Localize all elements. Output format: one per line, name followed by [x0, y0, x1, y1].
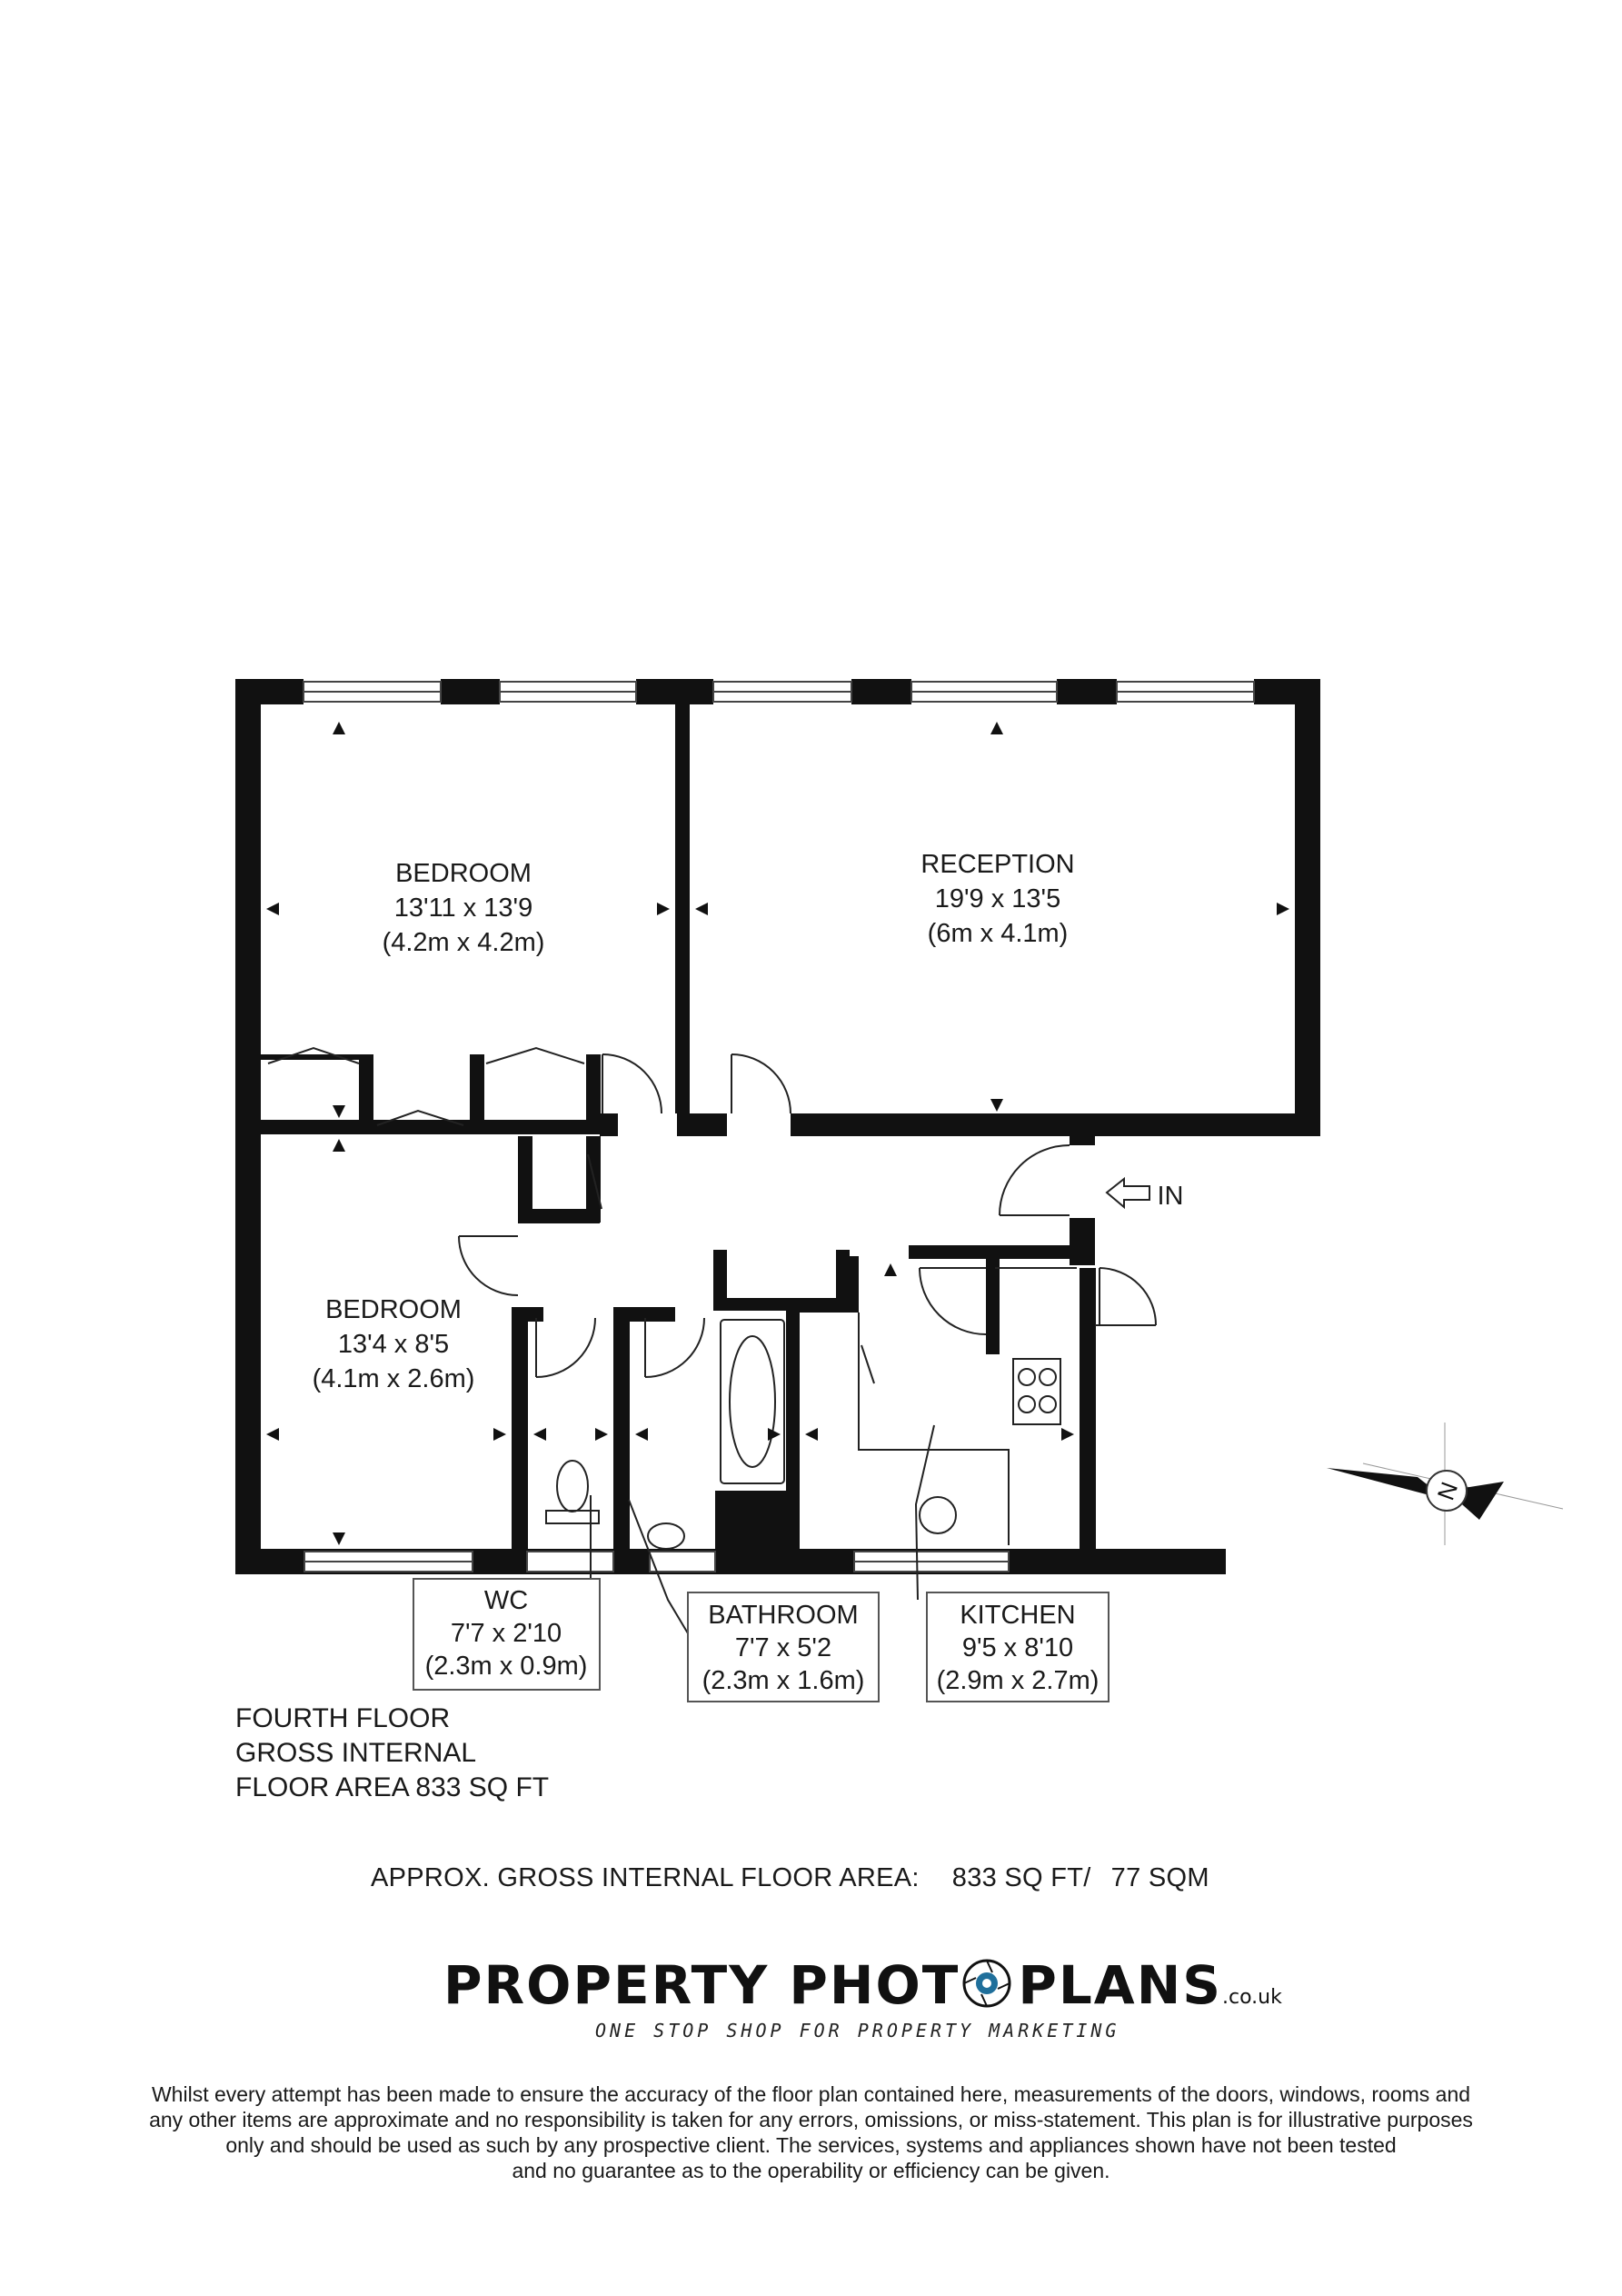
kitchen-metric: (2.9m x 2.7m) — [937, 1666, 1100, 1695]
disclaimer-line1: Whilst every attempt has been made to en… — [151, 2082, 1471, 2106]
reception-metric: (6m x 4.1m) — [928, 919, 1069, 948]
logo-part1: PROPERTY PHOT — [443, 1954, 960, 2016]
compass-icon: N — [1327, 1423, 1564, 1545]
logo-suffix: .co.uk — [1222, 1986, 1282, 2009]
logo-part2: PLANS — [1018, 1954, 1223, 2016]
reception-imperial: 19'9 x 13'5 — [935, 884, 1060, 913]
total-area-label: APPROX. GROSS INTERNAL FLOOR AREA: — [371, 1863, 920, 1892]
camera-shutter-icon — [962, 1959, 1011, 2008]
wc-imperial: 7'7 x 2'10 — [451, 1619, 562, 1648]
bedroom1-metric: (4.2m x 4.2m) — [383, 928, 545, 957]
windows — [303, 681, 1255, 1572]
disclaimer: Whilst every attempt has been made to en… — [36, 2081, 1586, 2183]
walls — [235, 679, 1320, 1574]
wc-name: WC — [484, 1586, 528, 1615]
entrance-label: IN — [1158, 1182, 1184, 1211]
bedroom2-metric: (4.1m x 2.6m) — [313, 1364, 475, 1393]
bedroom2-name: BEDROOM — [325, 1295, 462, 1324]
kitchen-imperial: 9'5 x 8'10 — [962, 1633, 1073, 1662]
room-labels: BEDROOM 13'11 x 13'9 (4.2m x 4.2m) RECEP… — [313, 850, 1184, 1695]
bedroom1-imperial: 13'11 x 13'9 — [394, 893, 532, 923]
total-area: APPROX. GROSS INTERNAL FLOOR AREA: 833 SQ… — [371, 1863, 1209, 1893]
company-logo: PROPERTY PHOT PLANS.co.uk — [443, 1954, 1282, 2016]
dimension-markers — [266, 722, 1289, 1545]
kitchen-name: KITCHEN — [960, 1601, 1075, 1630]
fixtures — [267, 1046, 1157, 1639]
bathroom-imperial: 7'7 x 5'2 — [735, 1633, 831, 1662]
bedroom1-name: BEDROOM — [395, 859, 532, 888]
floor-summary-line3: FLOOR AREA 833 SQ FT — [235, 1772, 550, 1802]
disclaimer-line2: any other items are approximate and no r… — [149, 2108, 1473, 2131]
disclaimer-line3: only and should be used as such by any p… — [225, 2133, 1397, 2157]
total-area-sqm: 77 SQM — [1110, 1863, 1209, 1892]
floor-summary-line2: GROSS INTERNAL — [235, 1738, 477, 1768]
floor-summary-line1: FOURTH FLOOR — [235, 1703, 451, 1733]
bathroom-name: BATHROOM — [708, 1601, 858, 1630]
label-boxes — [413, 1578, 1110, 1702]
total-area-sqft: 833 SQ FT/ — [951, 1863, 1091, 1892]
bedroom2-imperial: 13'4 x 8'5 — [338, 1330, 449, 1359]
bathroom-metric: (2.3m x 1.6m) — [702, 1666, 865, 1695]
reception-name: RECEPTION — [920, 850, 1074, 879]
disclaimer-line4: and no guarantee as to the operability o… — [512, 2159, 1110, 2182]
wc-metric: (2.3m x 0.9m) — [425, 1652, 588, 1681]
logo-tagline: ONE STOP SHOP FOR PROPERTY MARKETING — [595, 2020, 1120, 2041]
